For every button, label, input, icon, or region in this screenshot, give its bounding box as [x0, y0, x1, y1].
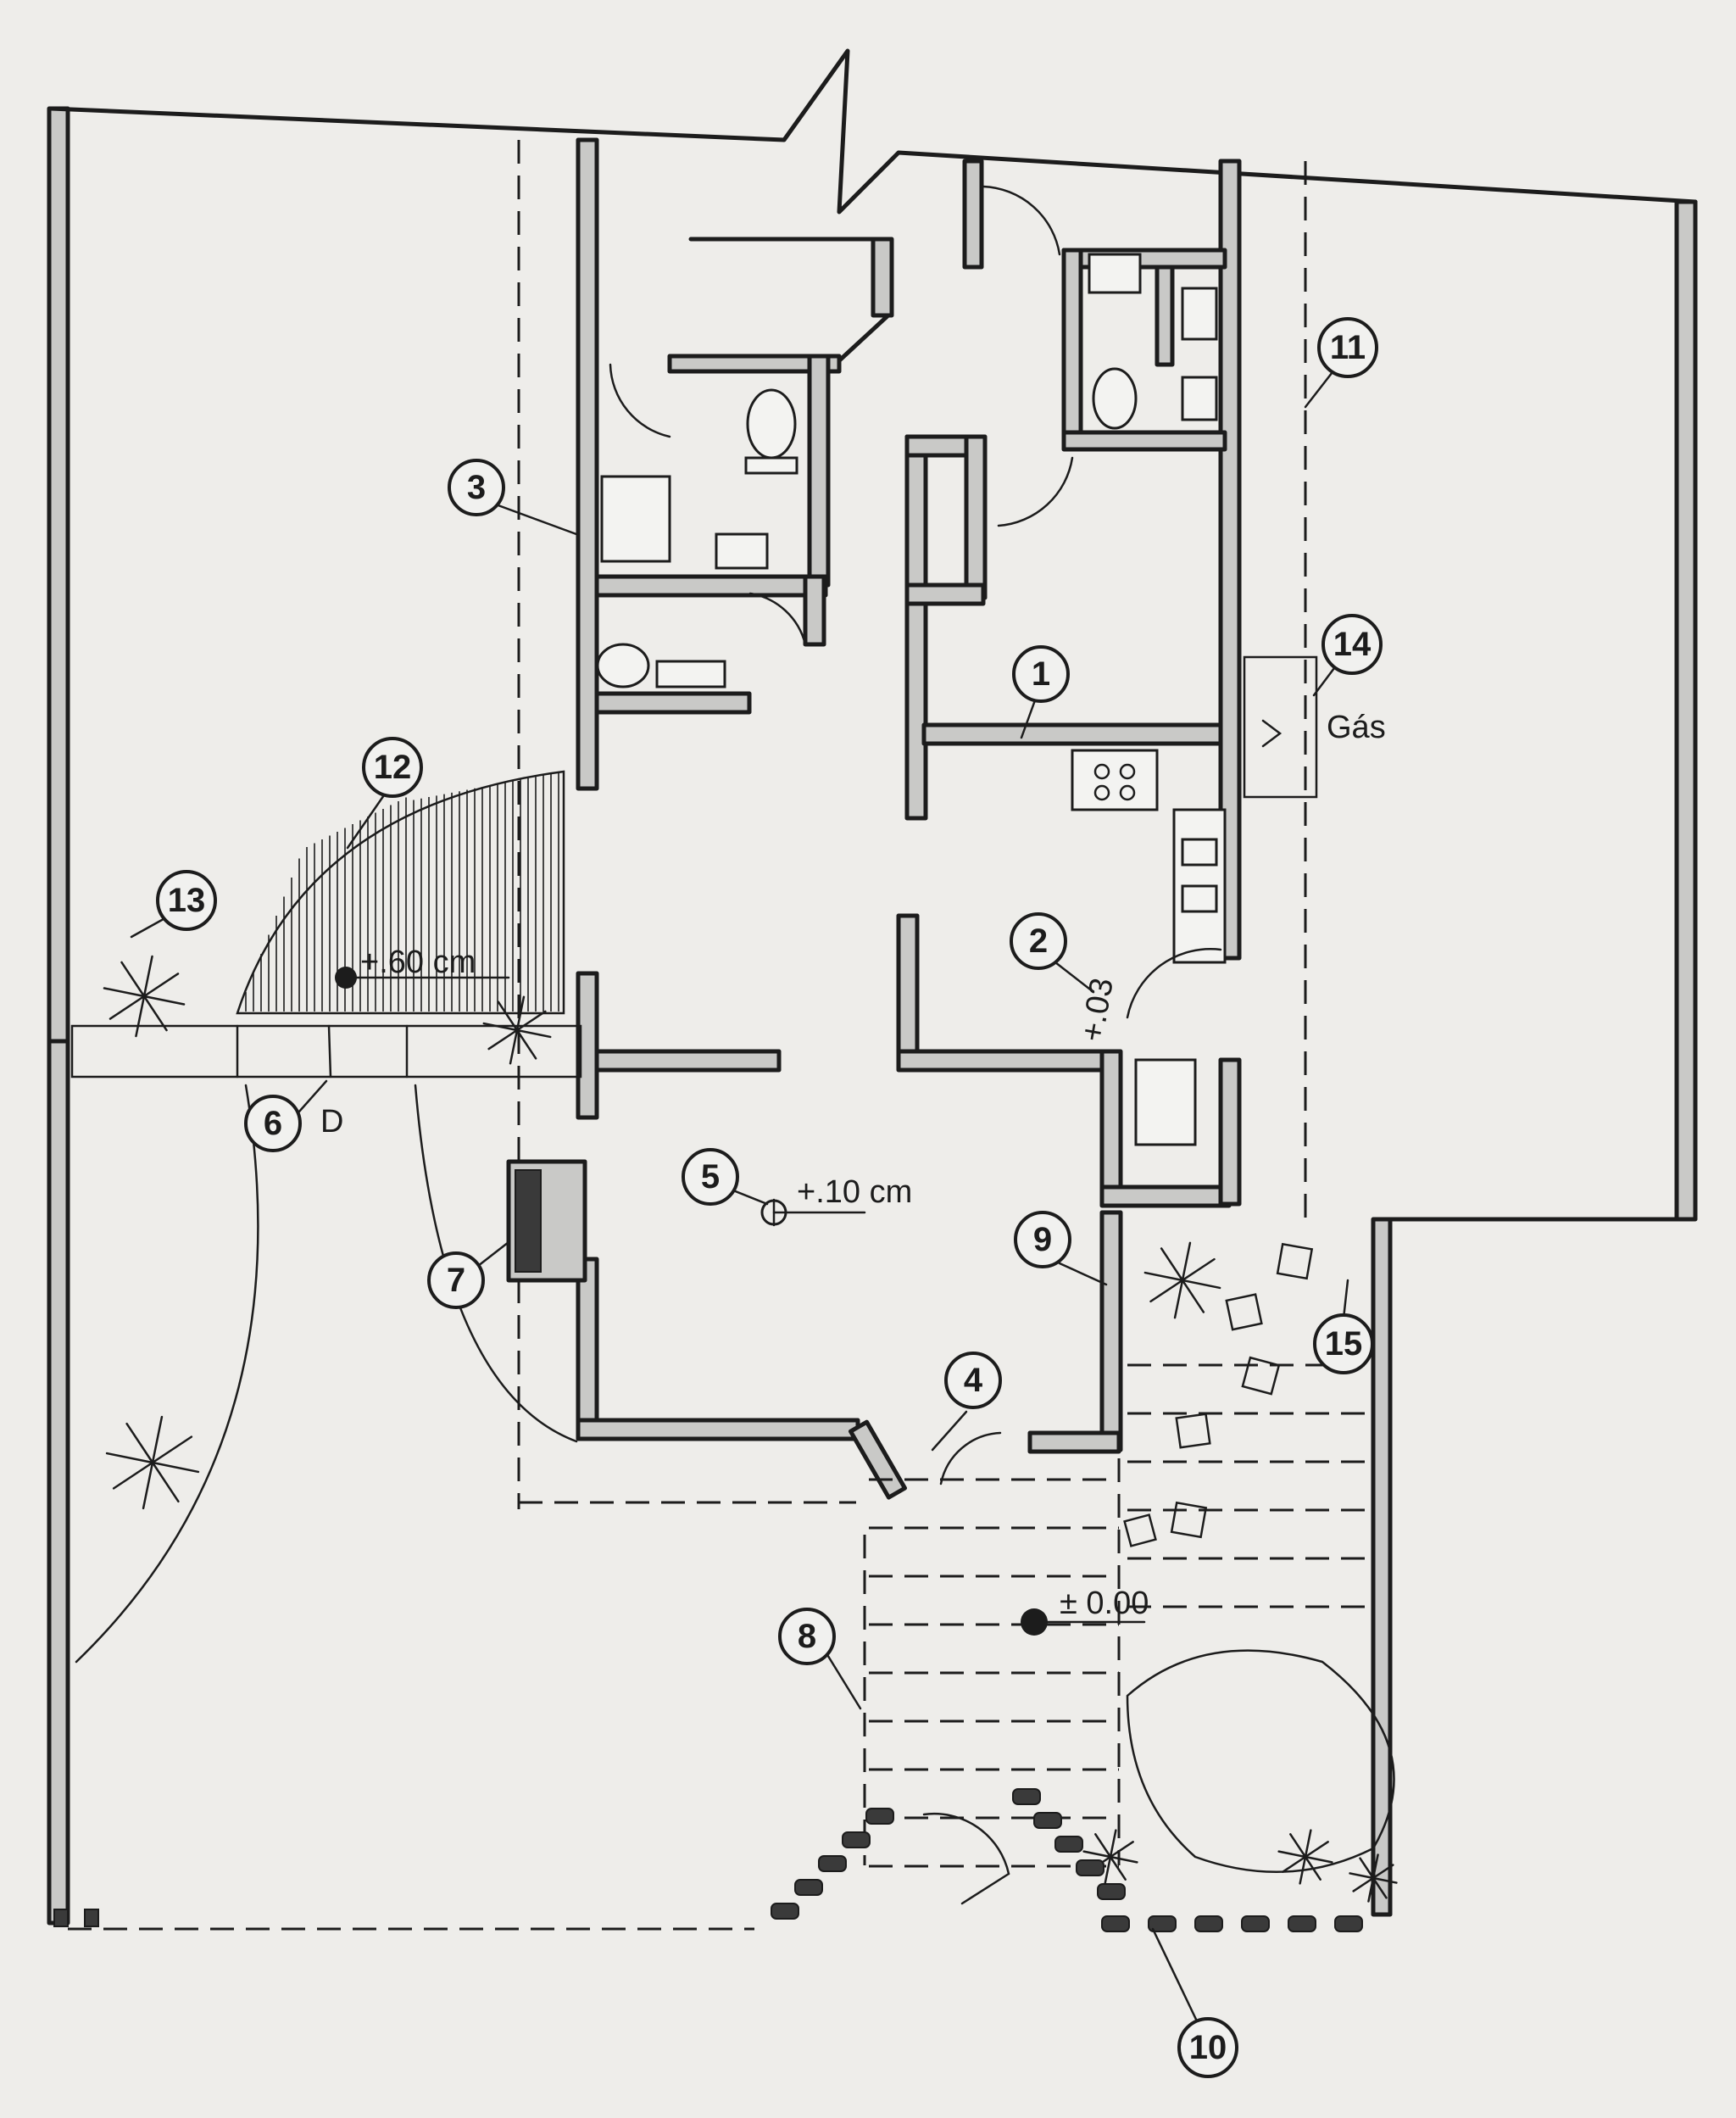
wall-stone	[1033, 1812, 1062, 1829]
house-walls	[506, 137, 1242, 1500]
callout-10: 10	[1177, 2017, 1238, 2078]
level-marker-entry: ± 0.00	[1021, 1586, 1149, 1636]
svg-text:4: 4	[964, 1362, 983, 1399]
plants	[103, 955, 1398, 1903]
wall-stone	[818, 1855, 847, 1872]
wall-stone	[1194, 1915, 1223, 1932]
svg-text:7: 7	[447, 1262, 465, 1299]
wall-stone	[1288, 1915, 1316, 1932]
wall-stone	[842, 1831, 871, 1848]
callout-5: 5	[682, 1148, 739, 1206]
callout-9: 9	[1014, 1211, 1071, 1268]
svg-text:12: 12	[374, 749, 412, 786]
svg-text:2: 2	[1029, 922, 1048, 960]
level-main: +.10 cm	[797, 1174, 912, 1210]
walkway-slats	[70, 1024, 582, 1079]
callout-14: 14	[1321, 614, 1383, 675]
svg-text:6: 6	[264, 1105, 282, 1142]
callout-12: 12	[362, 737, 423, 798]
wall-stone	[1076, 1859, 1104, 1876]
level-marker-upper: +.60 cm	[335, 945, 510, 989]
door-swings	[609, 185, 1222, 1905]
stepping-stones	[1123, 1242, 1314, 1547]
gas-label: Gás	[1327, 710, 1386, 745]
callout-6: 6	[244, 1095, 302, 1152]
wall-stone	[1054, 1836, 1083, 1853]
gas-shelter	[1243, 655, 1318, 799]
plant-symbol	[105, 1415, 200, 1510]
wall-stone	[1241, 1915, 1270, 1932]
front-stone-wall	[771, 1788, 1363, 1932]
callout-7: 7	[427, 1251, 485, 1309]
callout-11: 11	[1317, 317, 1378, 378]
callout-13: 13	[156, 870, 217, 931]
plant-symbol	[1143, 1241, 1221, 1319]
level-upper: +.60 cm	[360, 945, 476, 980]
svg-text:11: 11	[1330, 329, 1366, 366]
plant-symbol	[103, 955, 186, 1038]
garden	[75, 1084, 1395, 1873]
callout-2: 2	[1010, 912, 1067, 970]
svg-text:5: 5	[701, 1158, 720, 1196]
callout-1: 1	[1012, 645, 1070, 703]
callout-4: 4	[944, 1352, 1002, 1409]
wall-stone	[1334, 1915, 1363, 1932]
wall-stone	[794, 1879, 823, 1896]
svg-text:15: 15	[1325, 1325, 1363, 1363]
svg-text:14: 14	[1333, 626, 1372, 663]
wall-stone	[771, 1903, 799, 1920]
wall-stone	[1097, 1883, 1126, 1900]
svg-text:1: 1	[1032, 655, 1050, 693]
level-marker-main: +.10 cm	[760, 1174, 912, 1227]
svg-text:13: 13	[168, 882, 206, 919]
svg-text:3: 3	[467, 469, 486, 506]
svg-text:10: 10	[1189, 2029, 1227, 2066]
callout-8: 8	[778, 1608, 836, 1665]
plant-symbol	[1277, 1829, 1333, 1885]
wall-stone	[1148, 1915, 1177, 1932]
callout-15: 15	[1313, 1313, 1374, 1374]
svg-text:9: 9	[1033, 1221, 1052, 1258]
wall-stone	[1012, 1788, 1041, 1805]
plant-symbol	[482, 995, 552, 1065]
door-mark: D	[320, 1104, 343, 1140]
raised-deck	[236, 770, 565, 1015]
plant-symbol	[1349, 1853, 1398, 1903]
bathroom-fixtures	[596, 253, 1218, 1146]
wall-stone	[865, 1808, 894, 1825]
wall-stone	[1101, 1915, 1130, 1932]
callout-3: 3	[448, 459, 505, 516]
level-entry: ± 0.00	[1060, 1586, 1149, 1621]
svg-text:8: 8	[798, 1618, 816, 1655]
level-kitchen-step: +.03	[1075, 975, 1121, 1044]
